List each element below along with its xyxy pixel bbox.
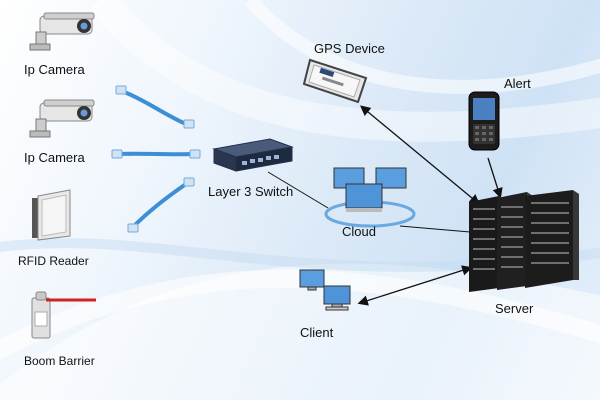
alert-label: Alert (504, 76, 531, 91)
cloud-node (320, 164, 420, 230)
ip-camera-1-label: Ip Camera (24, 62, 85, 77)
gps-device-label: GPS Device (314, 41, 385, 56)
gps-device-icon (302, 58, 368, 104)
ip-camera-2-label: Ip Camera (24, 150, 85, 165)
client-computers-icon (299, 269, 351, 311)
boom-barrier-node (28, 290, 98, 340)
rfid-reader-node (30, 188, 80, 243)
boom-barrier-label: Boom Barrier (24, 354, 95, 368)
server-rack-icon (469, 190, 579, 292)
client-label: Client (300, 325, 334, 340)
layer3-switch-label: Layer 3 Switch (208, 184, 294, 199)
alert-node (466, 90, 502, 152)
smartphone-icon (468, 91, 500, 151)
ip-camera-2-node (22, 97, 102, 147)
gps-device-node (302, 56, 368, 106)
client-node (296, 268, 358, 318)
cloud-label: Cloud (342, 224, 376, 239)
rfid-reader-icon (32, 189, 71, 241)
server-node (465, 188, 580, 293)
computer-cluster-icon (324, 167, 416, 228)
network-switch-icon (212, 138, 294, 172)
cctv-camera-icon (29, 12, 95, 51)
rfid-reader-label: RFID Reader (18, 254, 89, 268)
layer3-switch-node (210, 135, 295, 175)
server-label: Server (495, 301, 534, 316)
boom-barrier-icon (31, 291, 96, 339)
cctv-camera-icon (29, 99, 95, 138)
ip-camera-1-node (22, 10, 102, 60)
